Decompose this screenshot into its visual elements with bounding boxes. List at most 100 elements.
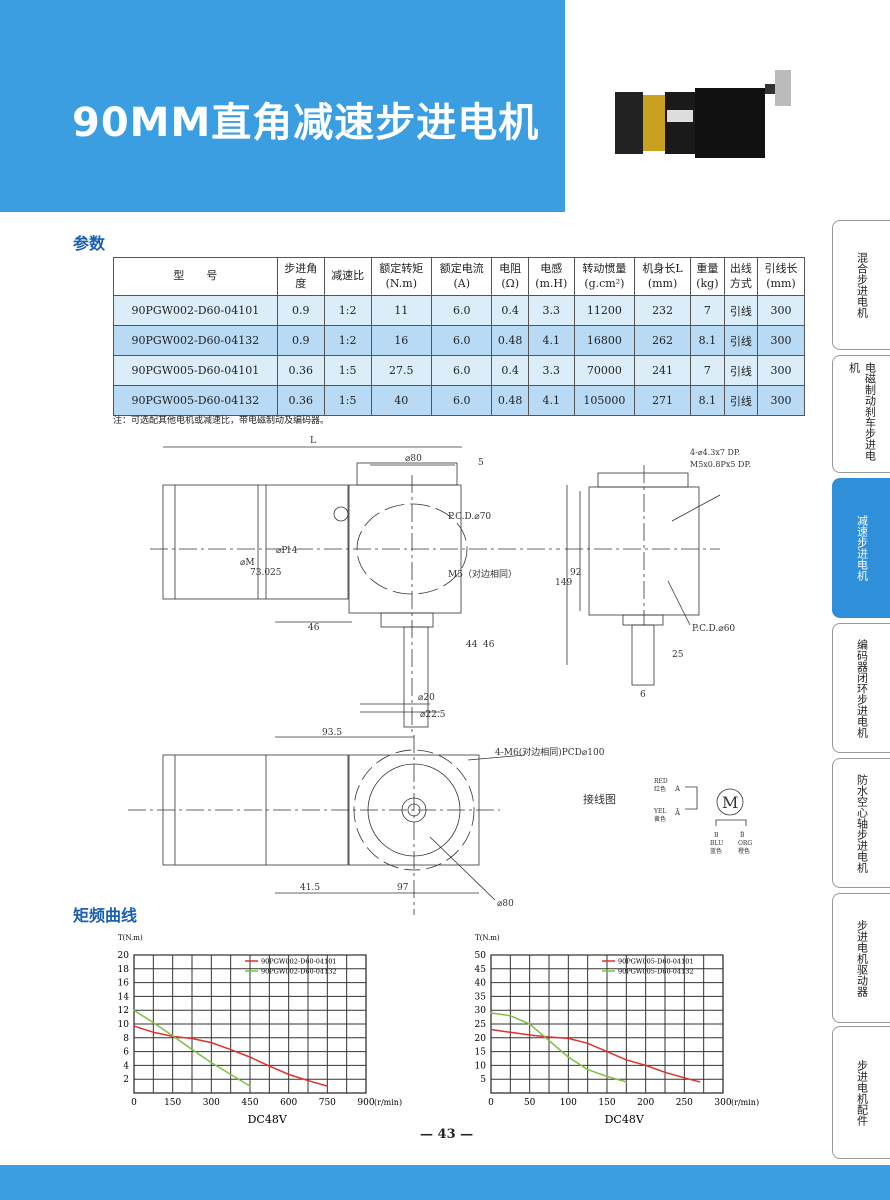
legend-label: 90PGW005-D60-04132: [618, 968, 693, 976]
page-title: 90MM直角减速步进电机: [72, 100, 540, 146]
wire-yel-cn: 黄色: [654, 815, 666, 823]
table-cell: 引线: [723, 325, 759, 356]
table-cell: 引线: [723, 295, 759, 326]
table-cell: 0.4: [491, 295, 529, 326]
table-cell: 262: [634, 325, 692, 356]
x-axis-label: (r/min): [731, 1098, 759, 1107]
dim-46a: 46: [308, 623, 320, 633]
table-cell: 0.48: [491, 325, 529, 356]
header-unit: 度: [295, 276, 307, 290]
data-point: [152, 1031, 154, 1033]
table-cell: 0.36: [276, 385, 325, 416]
y-tick-label: 25: [475, 1020, 487, 1030]
tab-1[interactable]: 电磁制动刹车步进电机: [832, 355, 890, 473]
params-heading: 参数: [73, 234, 106, 253]
data-point: [490, 1028, 492, 1031]
dim-5: 5: [478, 458, 484, 468]
y-tick-label: 6: [123, 1048, 129, 1058]
y-tick-label: 50: [475, 951, 487, 961]
bottom-view: [128, 735, 526, 915]
header-unit: (m.H): [535, 276, 568, 290]
column-header: 引线长(mm): [757, 257, 805, 296]
table-cell: 16800: [573, 325, 636, 356]
dim-149: 149: [555, 578, 572, 588]
data-point: [664, 1071, 666, 1073]
tab-4[interactable]: 防水空心轴步进电机: [832, 758, 890, 888]
dimension-drawing: L ⌀80 5 P.C.D.⌀70 M5（对边相同） ⌀P 14 ⌀M 73.0…: [128, 436, 752, 915]
tab-5[interactable]: 步进电机驱动器: [832, 893, 890, 1023]
table-cell: 232: [634, 295, 692, 326]
header-unit: (kg): [696, 276, 719, 290]
y-tick-label: 4: [123, 1061, 129, 1071]
m5x-label: M5x0.8Px5 DP.: [690, 460, 751, 469]
data-point: [625, 1059, 627, 1061]
spec-table: 型 号步进角度减速比额定转矩(N.m)额定电流(A)电阻(Ω)电感(m.H)转动…: [113, 257, 805, 416]
header-line: 出线: [729, 262, 752, 276]
dim-d20: ⌀20: [418, 693, 435, 703]
header-line: 机身长L: [642, 262, 683, 276]
data-point: [268, 1065, 270, 1067]
data-point: [587, 1068, 589, 1071]
table-cell: 8.1: [690, 385, 725, 416]
tab-0[interactable]: 混合步进电机: [832, 220, 890, 350]
table-cell: 6.0: [431, 355, 493, 386]
y-tick-label: 10: [118, 1020, 130, 1030]
table-cell: 1:5: [323, 385, 372, 416]
dim-46b: 46: [483, 640, 495, 650]
x-tick-label: 450: [241, 1098, 258, 1108]
x-tick-label: 150: [164, 1098, 181, 1108]
header-line: 电感: [540, 262, 563, 276]
y-tick-label: 20: [118, 951, 130, 961]
table-cell: 3.3: [527, 295, 575, 326]
tab-3[interactable]: 编码器闭环步进电机: [832, 623, 890, 753]
data-point: [133, 1009, 135, 1011]
y-tick-label: 45: [475, 965, 487, 975]
tab-2[interactable]: 减速步进电机: [832, 478, 890, 618]
column-header: 出线方式: [723, 257, 759, 296]
table-cell: 6.0: [431, 295, 493, 326]
wire-red: RED: [654, 778, 668, 785]
wire-abar: Ā: [674, 808, 681, 817]
y-tick-label: 30: [475, 1006, 487, 1016]
column-header: 型 号: [113, 257, 278, 296]
wire-blu-cn: 蓝色: [710, 847, 722, 855]
y-tick-label: 35: [475, 992, 487, 1002]
table-cell: 1:2: [323, 325, 372, 356]
dim-93-5: 93.5: [322, 728, 342, 738]
table-note: 注：可选配其他电机或减速比，带电磁制动及编码器。: [113, 416, 330, 426]
data-point: [548, 1039, 550, 1042]
table-cell: 4.1: [527, 385, 575, 416]
data-point: [529, 1034, 531, 1036]
data-point: [699, 1081, 701, 1083]
header-line: 额定转矩: [379, 262, 424, 276]
tab-6[interactable]: 步进电机配件: [832, 1026, 890, 1159]
header-unit: (Ω): [501, 276, 520, 290]
dim-dm: ⌀M: [240, 558, 255, 568]
dim-d80b: ⌀80: [497, 899, 514, 909]
x-tick-label: 900: [357, 1098, 374, 1108]
x-tick-label: 250: [676, 1098, 693, 1108]
curve-heading: 矩频曲线: [73, 906, 138, 925]
table-cell: 0.36: [276, 355, 325, 386]
table-cell: 300: [757, 355, 805, 386]
table-cell: 70000: [573, 355, 636, 386]
m5-label: M5（对边相同）: [448, 568, 517, 580]
x-axis-label: (r/min): [374, 1098, 402, 1107]
table-cell: 27.5: [370, 355, 433, 386]
motor-symbol: M: [722, 793, 738, 812]
x-tick-label: 100: [560, 1098, 577, 1108]
chart-caption: DC48V: [248, 1113, 288, 1126]
legend-label: 90PGW002-D60-04101: [261, 958, 336, 966]
table-cell: 0.9: [276, 325, 325, 356]
table-cell: 0.48: [491, 385, 529, 416]
dim-d225: ⌀22.5: [420, 710, 446, 720]
data-point: [210, 1042, 212, 1044]
data-point: [529, 1023, 531, 1025]
header-unit: (mm): [766, 276, 796, 290]
dim-L: L: [310, 436, 316, 446]
column-header: 电感(m.H): [527, 257, 575, 296]
data-point: [645, 1064, 647, 1066]
y-tick-label: 40: [475, 979, 487, 989]
